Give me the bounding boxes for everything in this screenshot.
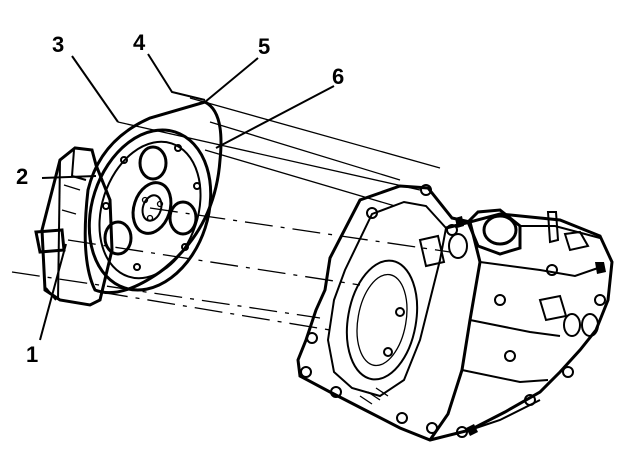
- flexplate: [83, 100, 223, 295]
- callout-3: 3: [52, 32, 64, 57]
- callout-5: 5: [258, 34, 270, 59]
- callout-6: 6: [332, 64, 344, 89]
- callout-1: 1: [26, 342, 38, 367]
- alignment-lines: [11, 97, 451, 331]
- callout-4: 4: [133, 30, 146, 55]
- callout-2: 2: [16, 164, 28, 189]
- callout-labels: 3 4 5 6 2 1: [16, 30, 344, 367]
- leader-lines: [39, 53, 335, 341]
- transaxle: [296, 184, 614, 442]
